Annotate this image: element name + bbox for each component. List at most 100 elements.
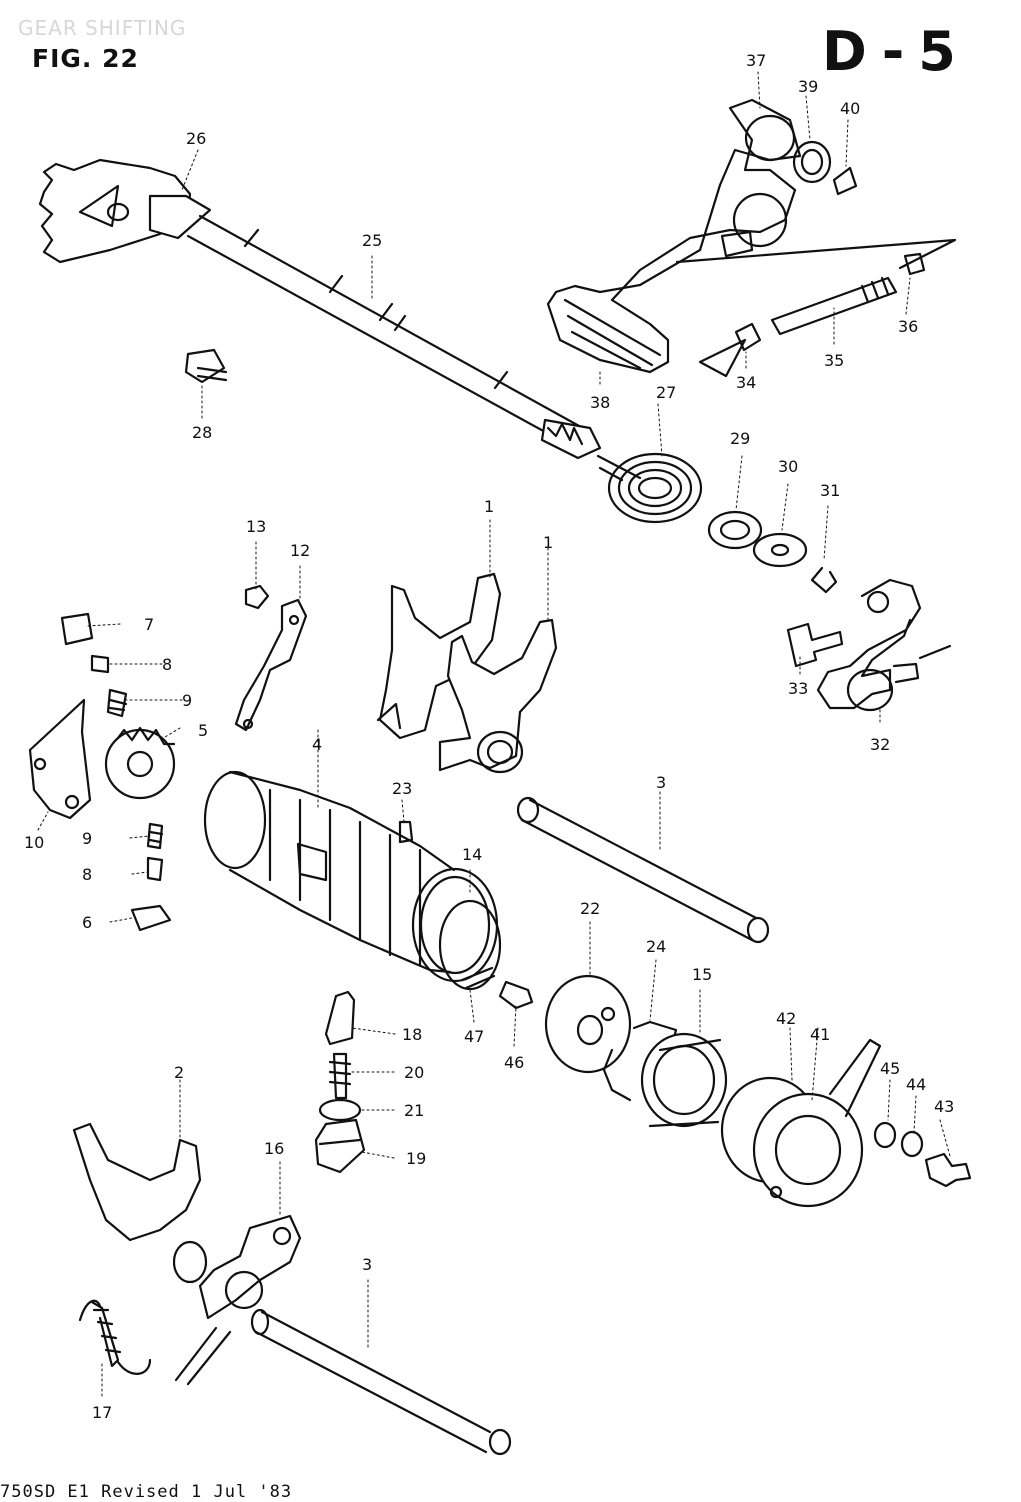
callout-label: 3 bbox=[362, 1255, 372, 1274]
needle-bearing-15 bbox=[640, 1032, 728, 1128]
callout-label: 1 bbox=[484, 497, 494, 516]
shift-forks bbox=[376, 572, 558, 774]
callout-label: 4 bbox=[312, 735, 322, 754]
callout-label: 45 bbox=[880, 1059, 900, 1078]
gearshift-lever bbox=[546, 98, 957, 374]
section-title-faint: GEAR SHIFTING bbox=[18, 16, 187, 40]
callout-label: 6 bbox=[82, 913, 92, 932]
spring-20 bbox=[332, 1052, 348, 1100]
spring-9-lower bbox=[146, 822, 164, 850]
callout-label: 27 bbox=[656, 383, 676, 402]
leader-lines bbox=[37, 71, 951, 1397]
callout-label: 30 bbox=[778, 457, 798, 476]
neutral-switch-cover-41 bbox=[752, 1038, 882, 1208]
callout-label: 42 bbox=[776, 1009, 796, 1028]
washer-30 bbox=[752, 532, 808, 568]
washer-44 bbox=[900, 1130, 924, 1158]
callout-label: 39 bbox=[798, 77, 818, 96]
washer-39 bbox=[792, 140, 832, 184]
callout-label: 8 bbox=[162, 655, 172, 674]
shift-fork-2 bbox=[72, 1122, 202, 1242]
callout-label: 38 bbox=[590, 393, 610, 412]
callout-label: 29 bbox=[730, 429, 750, 448]
callout-label: 33 bbox=[788, 679, 808, 698]
gearshift-lever-16 bbox=[174, 1214, 302, 1386]
nut-34 bbox=[734, 322, 762, 352]
callout-label: 9 bbox=[82, 829, 92, 848]
callout-label: 25 bbox=[362, 231, 382, 250]
callout-label: 9 bbox=[182, 691, 192, 710]
bolt-18 bbox=[324, 990, 356, 1046]
lever-pivot-bolt bbox=[770, 276, 898, 336]
callout-label: 7 bbox=[144, 615, 154, 634]
bolt-19 bbox=[314, 1118, 366, 1174]
callout-label: 12 bbox=[290, 541, 310, 560]
callout-label: 43 bbox=[934, 1097, 954, 1116]
callout-label: 2 bbox=[174, 1063, 184, 1082]
callout-label: 22 bbox=[580, 899, 600, 918]
screw-13 bbox=[244, 584, 270, 610]
callout-label: 23 bbox=[392, 779, 412, 798]
callout-label: 36 bbox=[898, 317, 918, 336]
nut-36 bbox=[903, 252, 926, 276]
shift-shaft-return-spring bbox=[596, 452, 703, 524]
callout-label: 21 bbox=[404, 1101, 424, 1120]
stopper-plate-10 bbox=[28, 698, 92, 820]
revision-footer: 750SD E1 Revised 1 Jul '83 bbox=[0, 1482, 293, 1502]
callout-label: 47 bbox=[464, 1027, 484, 1046]
bearing-retainer-22 bbox=[544, 974, 632, 1074]
callout-label: 20 bbox=[404, 1063, 424, 1082]
bolt-28 bbox=[184, 348, 228, 384]
screw-43 bbox=[924, 1152, 972, 1188]
clip-31 bbox=[810, 566, 838, 594]
callout-label: 17 bbox=[92, 1403, 112, 1422]
callout-label: 41 bbox=[810, 1025, 830, 1044]
bearing-29 bbox=[707, 510, 763, 550]
pin-7 bbox=[60, 612, 94, 646]
fork-shaft-lower bbox=[250, 1308, 512, 1456]
spring-47 bbox=[460, 966, 496, 990]
callout-label: 16 bbox=[264, 1139, 284, 1158]
callout-label: 31 bbox=[820, 481, 840, 500]
gearshift-arm bbox=[816, 578, 952, 712]
callout-label: 19 bbox=[406, 1149, 426, 1168]
cam-plate-14 bbox=[438, 899, 502, 991]
callout-label: 37 bbox=[746, 51, 766, 70]
callout-label: 32 bbox=[870, 735, 890, 754]
callout-label: 34 bbox=[736, 373, 756, 392]
callout-label: 10 bbox=[24, 833, 44, 852]
cam-stopper-5 bbox=[104, 726, 176, 800]
pin-8-lower bbox=[146, 856, 164, 882]
stopper-6 bbox=[130, 904, 172, 932]
shift-shaft-assembly bbox=[38, 158, 602, 460]
washer-45 bbox=[873, 1121, 897, 1149]
pin-23 bbox=[398, 820, 414, 844]
page-code: D-5 bbox=[822, 20, 970, 83]
callout-label: 1 bbox=[543, 533, 553, 552]
callout-label: 15 bbox=[692, 965, 712, 984]
clip-40 bbox=[832, 166, 858, 196]
bolt-33 bbox=[786, 622, 844, 668]
callout-label: 46 bbox=[504, 1053, 524, 1072]
callout-label: 28 bbox=[192, 423, 212, 442]
pin-8-upper bbox=[90, 654, 110, 674]
spring-9-upper bbox=[106, 688, 128, 718]
callout-label: 5 bbox=[198, 721, 208, 740]
callout-label: 13 bbox=[246, 517, 266, 536]
gearshift-cam-drum bbox=[203, 770, 499, 983]
callout-label: 3 bbox=[656, 773, 666, 792]
washer-21 bbox=[318, 1098, 362, 1122]
callout-label: 35 bbox=[824, 351, 844, 370]
stopper-plate-12 bbox=[234, 598, 308, 732]
callout-label: 24 bbox=[646, 937, 666, 956]
callout-label: 18 bbox=[402, 1025, 422, 1044]
callout-labels: 1 1 2 3 3 4 5 6 7 8 8 9 9 10 12 13 14 15… bbox=[24, 51, 954, 1422]
callout-label: 40 bbox=[840, 99, 860, 118]
figure-label: FIG. 22 bbox=[32, 44, 139, 73]
callout-label: 26 bbox=[186, 129, 206, 148]
callout-label: 14 bbox=[462, 845, 482, 864]
callout-label: 44 bbox=[906, 1075, 926, 1094]
spring-17 bbox=[78, 1299, 152, 1375]
